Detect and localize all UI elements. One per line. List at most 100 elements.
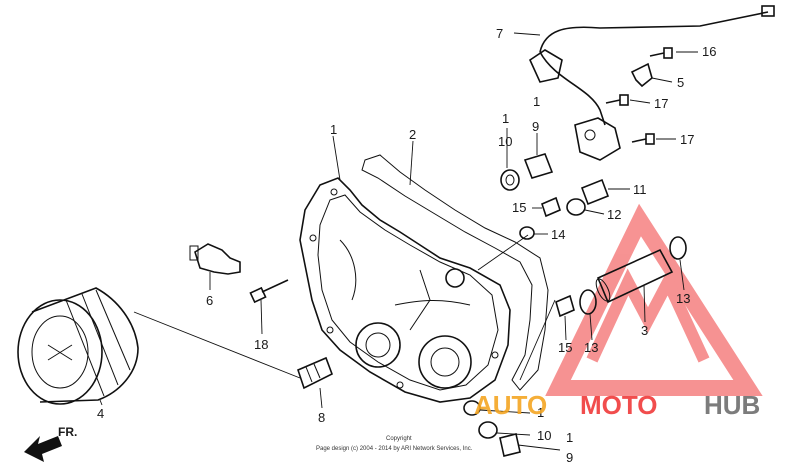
callout-16: 16 (702, 44, 716, 59)
sensor-hole (584, 129, 596, 141)
callout-3: 3 (641, 323, 648, 338)
callout-1-top: 1 (502, 111, 509, 126)
callout-2: 2 (409, 127, 416, 142)
leader-13-left (589, 313, 593, 341)
dowel-15-bottom (555, 294, 575, 318)
leader-port-link (477, 234, 529, 271)
callout-4: 4 (97, 406, 104, 421)
switch-terminal (189, 245, 199, 261)
leader-13-right (679, 259, 685, 291)
bolt-16-head (663, 47, 673, 59)
callout-8: 8 (318, 410, 325, 425)
leader-17a (629, 99, 651, 104)
callout-11: 11 (633, 182, 647, 197)
sensor-cable (528, 5, 775, 161)
oil-filter-flute-3 (95, 289, 131, 371)
fr-label: FR. (58, 425, 77, 439)
side-cover (299, 177, 511, 403)
gasket (361, 154, 549, 391)
oil-filter-face-inner (31, 315, 89, 389)
side-cover-boss-rotor-inner (430, 347, 460, 377)
callout-10-bot: 10 (537, 428, 551, 443)
callout-9-top: 9 (532, 119, 539, 134)
callout-1-bot-2: 1 (566, 430, 573, 445)
clamp-5 (630, 62, 653, 88)
bolt-16-shank (649, 52, 665, 57)
cable-loop (539, 51, 606, 126)
side-cover-rib-1 (339, 239, 357, 301)
leader-15-bot (564, 315, 567, 341)
oring-13-left (579, 289, 597, 315)
washer-10-bot (478, 421, 498, 439)
leader-gasket-link (519, 299, 556, 381)
pipe-3-end (595, 278, 611, 302)
watermark-auto: AUTO (474, 390, 547, 420)
callout-13-left: 13 (584, 340, 598, 355)
plug-9-bot (499, 433, 521, 457)
leader-12 (584, 209, 605, 215)
watermark-triangle (545, 203, 763, 396)
side-cover-rib-2 (394, 299, 471, 306)
bolt-17b-shank (631, 138, 647, 143)
leader-10-bot (496, 432, 531, 436)
bolt-17a-head (619, 94, 629, 106)
oil-filter-body (31, 287, 139, 403)
callout-6: 6 (206, 293, 213, 308)
callout-14: 14 (551, 227, 565, 242)
leader-5 (651, 77, 673, 83)
leader-1-left (332, 135, 341, 181)
cover-bolt-hole-2 (309, 234, 317, 242)
oring-12 (566, 198, 586, 216)
cover-bolt-hole-3 (326, 326, 334, 334)
switch-body (194, 243, 241, 275)
bolt-18-head (249, 286, 267, 304)
leader-4 (99, 399, 103, 406)
oil-filter-face (17, 299, 103, 405)
cable-grommet (528, 49, 563, 83)
leader-3 (643, 284, 646, 323)
bolt-17b (631, 133, 655, 145)
callout-17a: 17 (654, 96, 668, 111)
callout-12: 12 (607, 207, 621, 222)
oring-13-right (669, 236, 687, 260)
plug-9-top (523, 153, 554, 179)
side-cover-port (445, 268, 465, 288)
sensor-body (574, 117, 621, 161)
callout-10-top: 10 (498, 134, 512, 149)
cable-main (539, 11, 769, 53)
oil-pressure-switch (189, 243, 241, 275)
callout-1-cable: 1 (533, 94, 540, 109)
side-cover-boss-large-inner (365, 332, 391, 358)
callout-15-top: 15 (512, 200, 526, 215)
leader-filter-link (133, 311, 301, 379)
bolt-17a-shank (605, 99, 621, 104)
oil-filter-flute-2 (81, 293, 119, 386)
bolt-17b-head (645, 133, 655, 145)
cover-bolt-hole-5 (491, 351, 499, 359)
copyright-line-2: Page design (c) 2004 - 2014 by ARI Netwo… (316, 446, 473, 452)
nipple-8-body (297, 356, 334, 390)
watermark-moto: MOTO (580, 390, 658, 420)
washer-10-top-hole (505, 174, 515, 186)
copyright-line-1: Copyright (386, 436, 412, 442)
callout-7: 7 (496, 26, 503, 41)
side-cover-outline (299, 177, 511, 403)
front-direction-arrow: FR. (24, 425, 77, 462)
leader-1-bot-1 (479, 409, 531, 414)
watermark-logo (545, 203, 763, 396)
dowel-15-top (541, 196, 561, 218)
cable-end-connector (761, 5, 775, 17)
leader-7 (513, 32, 541, 36)
oring-1-bot-1 (463, 400, 481, 416)
nipple-8 (297, 356, 334, 390)
oil-filter (17, 287, 139, 405)
callout-13-right: 13 (676, 291, 690, 306)
leader-2 (409, 140, 414, 186)
watermark-hub: HUB (704, 390, 760, 420)
callout-15-bot: 15 (558, 340, 572, 355)
callout-5: 5 (677, 75, 684, 90)
oring-14 (519, 226, 535, 240)
side-cover-boss-large (355, 322, 401, 368)
oil-filter-flute-1 (65, 299, 105, 397)
